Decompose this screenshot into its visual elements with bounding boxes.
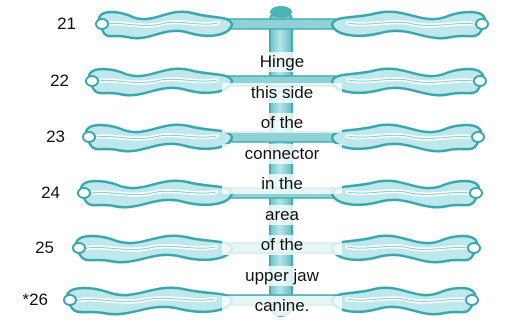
hinge-instruction-line: upper jaw: [222, 266, 342, 286]
right-strap: [332, 69, 486, 95]
left-strap: [73, 236, 232, 262]
cross-connector-bar: [220, 19, 340, 29]
size-label: 24: [41, 183, 60, 203]
hinge-instruction-line: this side: [222, 83, 342, 103]
left-strap: [86, 69, 232, 95]
right-strap: [332, 125, 484, 151]
hinge-instruction-line: in the: [222, 174, 342, 194]
size-label: 23: [46, 127, 65, 147]
size-label: 22: [50, 71, 69, 91]
hinge-instruction-line: area: [222, 205, 342, 225]
cross-connector-bar: [220, 132, 340, 142]
hinge-instruction-line: Hinge: [222, 52, 342, 72]
left-strap: [83, 125, 232, 151]
right-strap: [332, 236, 480, 262]
size-label: 25: [35, 238, 54, 258]
size-label: *26: [22, 290, 48, 310]
right-strap: [332, 12, 488, 38]
left-strap: [64, 288, 232, 314]
hinge-instruction-line: connector: [222, 144, 342, 164]
left-strap: [78, 181, 232, 207]
hinge-instruction-line: of the: [222, 235, 342, 255]
hinge-instruction-line: of the: [222, 113, 342, 133]
right-strap: [332, 181, 482, 207]
hinge-instruction-line: canine.: [222, 296, 342, 316]
left-strap: [96, 12, 232, 38]
right-strap: [332, 288, 478, 314]
size-label: 21: [57, 14, 76, 34]
